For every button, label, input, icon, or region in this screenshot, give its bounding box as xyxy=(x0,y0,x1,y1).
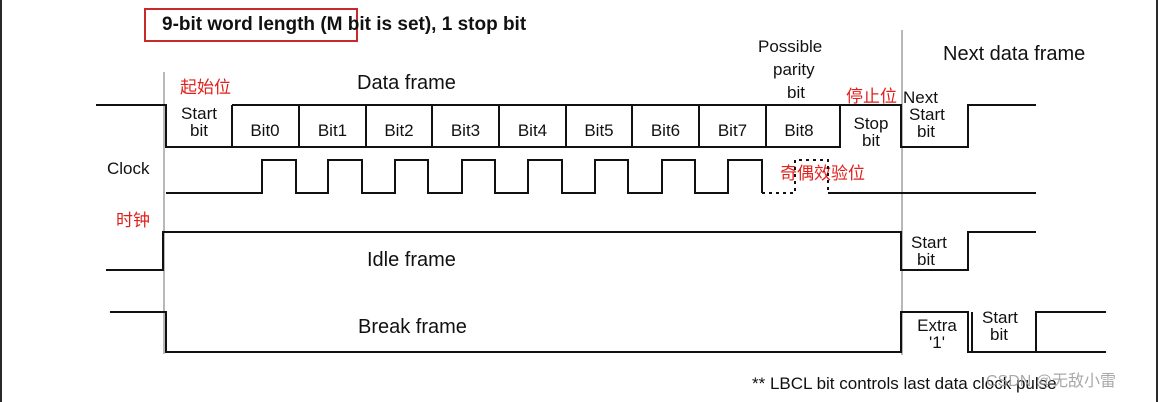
start-guide-line xyxy=(163,72,165,354)
frame-right-border xyxy=(1156,0,1158,402)
bit4-cell: Bit4 xyxy=(517,121,548,140)
clock-annotation: 时钟 xyxy=(116,211,150,230)
idle-frame-label: Idle frame xyxy=(367,249,456,271)
title-highlight-box xyxy=(144,8,358,42)
frame-left-border xyxy=(0,0,2,402)
break-waveform xyxy=(110,311,1036,353)
idle-start-bit-cell: Start bit xyxy=(903,234,961,268)
extra-line-1: Extra xyxy=(917,316,957,335)
next-start-line-3: bit xyxy=(917,122,935,141)
start-bit-line-2: bit xyxy=(190,121,208,140)
bit5-cell: Bit5 xyxy=(584,121,614,140)
data-line-waveform xyxy=(96,104,1036,148)
optional-clock-pulse xyxy=(762,159,829,194)
bit3-cell: Bit3 xyxy=(450,121,481,140)
footnote: ** LBCL bit controls last data clock pul… xyxy=(752,374,1057,393)
next-start-bit-cell: Next Start bit xyxy=(903,89,963,140)
idle-start-line-2: bit xyxy=(917,250,935,269)
next-data-frame-header: Next data frame xyxy=(943,43,1086,65)
idle-start-line-1: Start xyxy=(911,233,947,252)
extra-line-2: '1' xyxy=(929,333,945,352)
bit0-cell: Bit0 xyxy=(250,121,280,140)
watermark: CSDN @无敌小雷 xyxy=(986,373,1117,390)
stop-bit-cell: Stop bit xyxy=(842,115,900,149)
parity-bit-annotation: 奇偶效验位 xyxy=(780,164,865,183)
bit8-cell: Bit8 xyxy=(784,121,814,140)
parity-header-line-2: parity xyxy=(773,60,815,79)
break-start-waveform xyxy=(971,311,1106,353)
bit6-cell: Bit6 xyxy=(650,121,681,140)
clock-label: Clock xyxy=(107,159,150,178)
idle-waveform xyxy=(106,231,1036,271)
break-start-line-1: Start xyxy=(982,308,1018,327)
start-bit-annotation: 起始位 xyxy=(180,78,231,97)
stop-bit-line-2: bit xyxy=(862,131,880,150)
title-rest: (M bit is set), 1 stop bit xyxy=(315,14,527,35)
bit2-cell: Bit2 xyxy=(384,121,414,140)
parity-header-line-1: Possible xyxy=(758,37,823,56)
stop-bit-line-1: Stop xyxy=(853,114,889,133)
bit7-cell: Bit7 xyxy=(717,121,748,140)
next-start-line-1: Next xyxy=(903,88,938,107)
diagram-title: 9-bit word length (M bit is set), 1 stop… xyxy=(162,15,526,34)
break-start-bit-cell: Start bit xyxy=(972,309,1032,343)
data-frame-header: Data frame xyxy=(357,72,456,94)
stop-bit-annotation: 停止位 xyxy=(846,87,897,106)
clock-waveform xyxy=(166,159,763,194)
next-start-line-2: Start xyxy=(909,105,945,124)
parity-header-line-3: bit xyxy=(787,83,805,102)
extra-one-cell: Extra '1' xyxy=(906,317,968,351)
bit1-cell: Bit1 xyxy=(317,121,348,140)
title-highlight: 9-bit word length xyxy=(162,14,316,35)
start-bit-line-1: Start xyxy=(181,104,217,123)
break-frame-label: Break frame xyxy=(358,316,467,338)
break-start-line-2: bit xyxy=(990,325,1008,344)
start-bit-cell: Start bit xyxy=(166,105,232,139)
